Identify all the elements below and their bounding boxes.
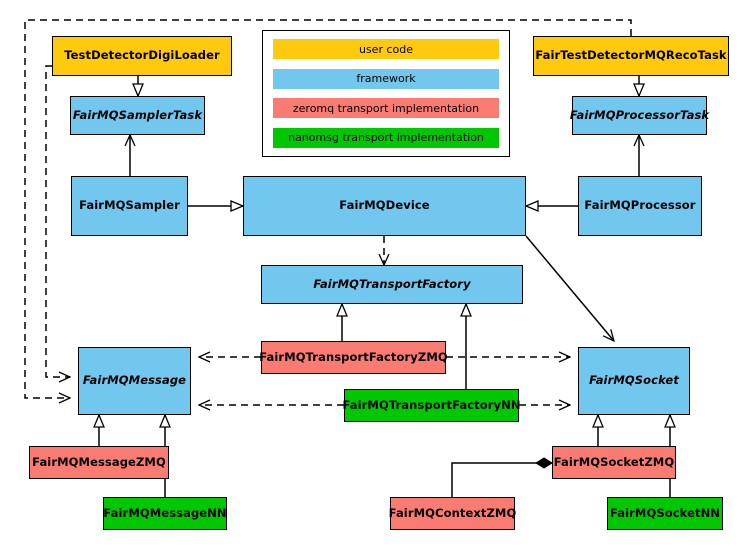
class-node-FairMQTransportFactory[interactable]: FairMQTransportFactory — [261, 265, 523, 304]
comp-socketzmq-contextzmq — [451, 457, 553, 497]
class-node-FairMQTransportFactoryZMQ[interactable]: FairMQTransportFactoryZMQ — [259, 341, 448, 374]
legend: user code framework zeromq transport imp… — [262, 30, 510, 157]
dep-recotask-to-message — [24, 19, 632, 398]
class-node-label: FairMQSamplerTask — [72, 107, 203, 122]
class-node-label: FairMQMessage — [82, 373, 187, 388]
legend-item-nanomsg: nanomsg transport implementation — [273, 127, 499, 148]
legend-label-nanomsg: nanomsg transport implementation — [288, 131, 484, 145]
class-node-FairMQProcessor[interactable]: FairMQProcessor — [578, 176, 702, 236]
class-node-label: FairMQProcessor — [584, 198, 696, 213]
class-node-FairMQMessage[interactable]: FairMQMessage — [78, 347, 191, 415]
class-node-FairTestDetectorMQRecoTask[interactable]: FairTestDetectorMQRecoTask — [533, 36, 729, 76]
class-node-FairMQTransportFactoryNN[interactable]: FairMQTransportFactoryNN — [342, 389, 521, 422]
class-node-FairMQContextZMQ[interactable]: FairMQContextZMQ — [388, 497, 517, 530]
class-node-FairMQProcessorTask[interactable]: FairMQProcessorTask — [569, 96, 710, 135]
assoc-device-socket — [525, 235, 614, 341]
legend-item-zeromq: zeromq transport implementation — [273, 98, 499, 119]
dep-digiloader-to-message — [45, 65, 70, 377]
class-node-label: FairMQSampler — [79, 198, 180, 213]
class-node-label: TestDetectorDigiLoader — [64, 48, 220, 63]
legend-item-user-code: user code — [273, 39, 499, 59]
class-node-label: FairMQDevice — [339, 198, 430, 213]
class-node-label: FairMQMessageNN — [103, 505, 227, 520]
class-node-FairMQDevice[interactable]: FairMQDevice — [243, 176, 526, 236]
class-node-label: FairMQSocketZMQ — [553, 454, 675, 469]
legend-label-zeromq: zeromq transport implementation — [292, 101, 480, 115]
legend-label-framework: framework — [356, 72, 416, 86]
class-node-label: FairTestDetectorMQRecoTask — [535, 48, 727, 63]
class-node-label: FairMQSocketNN — [609, 505, 721, 520]
class-node-label: FairMQContextZMQ — [388, 505, 517, 520]
class-node-FairMQSampler[interactable]: FairMQSampler — [71, 176, 188, 236]
class-node-label: FairMQProcessorTask — [569, 107, 710, 122]
class-node-FairMQSocketNN[interactable]: FairMQSocketNN — [607, 497, 723, 530]
class-node-label: FairMQSocket — [589, 373, 679, 388]
class-node-label: FairMQTransportFactory — [313, 276, 471, 291]
legend-item-framework: framework — [273, 68, 499, 89]
class-node-FairMQMessageZMQ[interactable]: FairMQMessageZMQ — [29, 446, 169, 479]
class-node-FairMQSocketZMQ[interactable]: FairMQSocketZMQ — [552, 446, 676, 479]
class-node-FairMQSamplerTask[interactable]: FairMQSamplerTask — [70, 96, 205, 135]
class-node-FairMQSocket[interactable]: FairMQSocket — [578, 347, 690, 415]
class-node-FairMQMessageNN[interactable]: FairMQMessageNN — [103, 497, 227, 530]
class-node-label: FairMQMessageZMQ — [32, 454, 166, 469]
class-node-label: FairMQTransportFactoryNN — [342, 397, 521, 412]
class-node-TestDetectorDigiLoader[interactable]: TestDetectorDigiLoader — [52, 36, 232, 76]
class-node-label: FairMQTransportFactoryZMQ — [259, 349, 448, 364]
legend-label-user-code: user code — [358, 42, 414, 56]
